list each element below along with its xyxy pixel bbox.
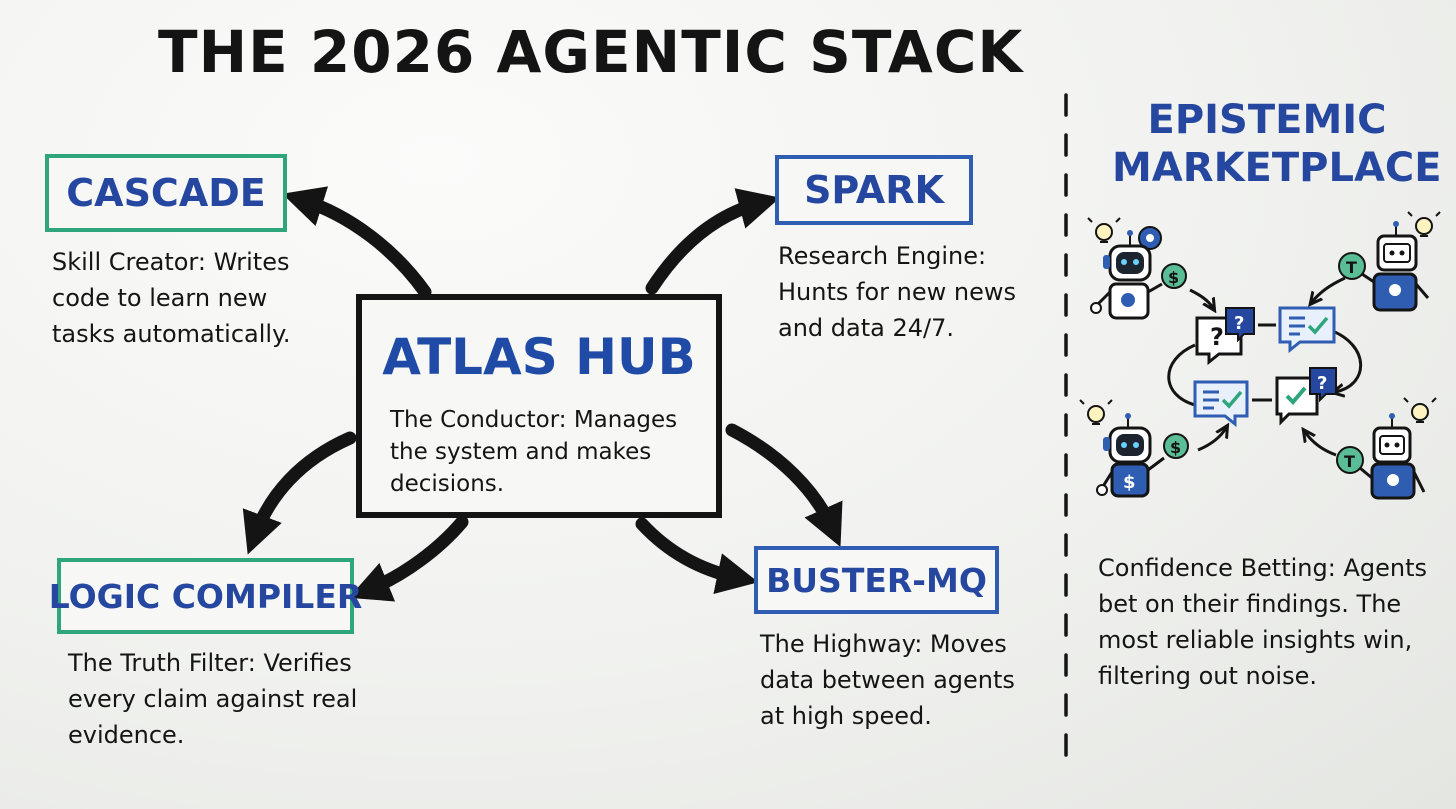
robot-icon: T xyxy=(1336,397,1437,500)
cascade-description: Skill Creator: Writes code to learn new … xyxy=(52,248,291,348)
checklist-bubble-icon xyxy=(1193,380,1249,428)
checklist-bubble-icon xyxy=(1278,306,1336,354)
atlas-hub-description: The Conductor: Manages the system and ma… xyxy=(390,407,678,497)
lightbulb-icon xyxy=(1403,397,1437,423)
token-coin-icon: T xyxy=(1338,252,1366,280)
logic-compiler-description: The Truth Filter: Verifies every claim a… xyxy=(68,649,358,749)
robot-icon: T xyxy=(1338,211,1441,312)
svg-text:?: ? xyxy=(1234,313,1244,334)
arrow-to-logic-compiler xyxy=(242,431,357,555)
svg-text:T: T xyxy=(1344,452,1355,471)
arrow-to-buster-mq-1 xyxy=(725,423,843,547)
arrow-to-logic-compiler-2 xyxy=(348,515,469,602)
logic-compiler-box: LOGIC COMPILER xyxy=(49,558,362,634)
robot-icon: $ $ xyxy=(1079,399,1189,498)
spark-description: Research Engine: Hunts for new news and … xyxy=(778,242,1016,342)
token-coin-icon: T xyxy=(1336,446,1364,474)
lightbulb-icon xyxy=(1407,211,1441,237)
question-bubble-icon: ? xyxy=(1275,367,1337,426)
atlas-hub-title: ATLAS HUB xyxy=(382,328,696,386)
lightbulb-icon xyxy=(1079,399,1113,425)
dollar-coin-icon: $ xyxy=(1161,263,1187,289)
arrow-to-spark xyxy=(645,188,781,295)
svg-text:?: ? xyxy=(1317,373,1327,394)
gear-icon xyxy=(1138,226,1162,250)
svg-text:$: $ xyxy=(1123,472,1136,493)
marketplace-title: EPISTEMIC MARKETPLACE xyxy=(1112,97,1442,191)
exchange-loop xyxy=(1167,328,1363,407)
cascade-box: CASCADE xyxy=(45,154,287,232)
svg-text:?: ? xyxy=(1210,323,1224,351)
question-bubble-icon: ? ? xyxy=(1195,307,1255,366)
atlas-hub-box: ATLAS HUB The Conductor: Manages the sys… xyxy=(356,294,722,518)
dollar-coin-icon: $ xyxy=(1163,433,1189,459)
svg-text:T: T xyxy=(1346,258,1357,277)
arrow-to-buster-mq-2 xyxy=(635,517,759,595)
spark-box: SPARK xyxy=(775,155,973,225)
svg-text:$: $ xyxy=(1168,268,1179,287)
buster-mq-box: BUSTER-MQ xyxy=(754,546,999,614)
robot-icon: $ xyxy=(1087,217,1187,320)
buster-mq-description: The Highway: Moves data between agents a… xyxy=(760,630,1015,730)
arrow-to-cascade xyxy=(282,186,432,299)
marketplace-description: Confidence Betting: Agents bet on their … xyxy=(1098,554,1427,690)
lightbulb-icon xyxy=(1087,217,1121,243)
page-title: THE 2026 AGENTIC STACK xyxy=(158,18,1024,86)
svg-text:$: $ xyxy=(1170,438,1181,457)
